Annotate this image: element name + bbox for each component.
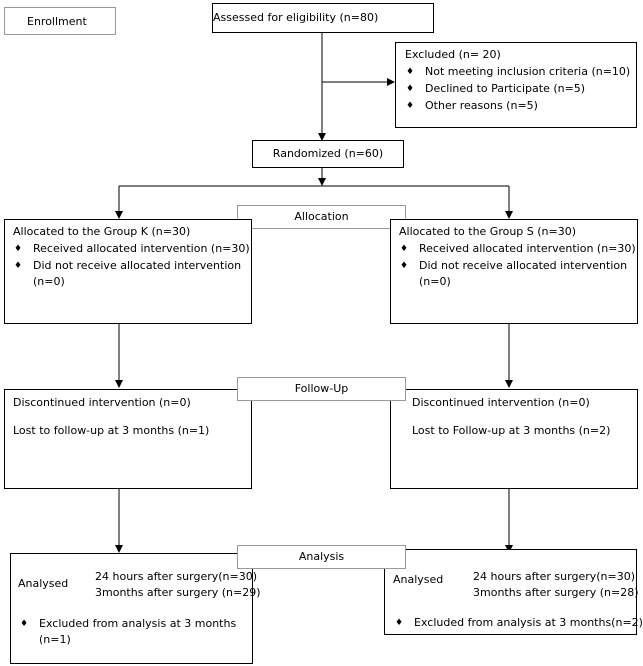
analysis-left-excluded: Excluded from analysis at 3 months — [39, 617, 237, 630]
bullet-icon: ♦ — [14, 244, 23, 254]
assessed-box: Assessed for eligibility (n=80) — [212, 3, 434, 33]
analysis-right-a2: 3months after surgery (n=28) — [473, 586, 639, 599]
bullet-icon: ♦ — [406, 67, 415, 77]
randomized-text: Randomized (n=60) — [272, 147, 384, 160]
excluded-item: Declined to Participate (n=5) — [425, 82, 586, 95]
group-k-extra: (n=0) — [33, 275, 65, 288]
randomized-box: Randomized (n=60) — [252, 140, 404, 168]
excluded-title: Excluded (n= 20) — [405, 48, 501, 61]
followup-label-box: Follow-Up — [237, 377, 406, 401]
analysis-label: Analysis — [298, 550, 345, 563]
excluded-item: Other reasons (n=5) — [425, 99, 538, 112]
analysis-right-a1: 24 hours after surgery(n=30) — [473, 570, 636, 583]
bullet-icon: ♦ — [400, 244, 409, 254]
analysis-right-box: Analysed 24 hours after surgery(n=30) 3m… — [384, 549, 643, 635]
group-k-title: Allocated to the Group K (n=30) — [13, 225, 191, 238]
enrollment-label: Enrollment — [27, 15, 87, 28]
bullet-icon: ♦ — [400, 261, 409, 271]
assessed-text: Assessed for eligibility (n=80) — [213, 11, 379, 24]
followup-left-discontinued: Discontinued intervention (n=0) — [13, 396, 191, 409]
allocation-label: Allocation — [294, 210, 349, 223]
group-k-item: Did not receive allocated intervention — [33, 259, 242, 272]
analysis-left-a1: 24 hours after surgery(n=30) — [95, 570, 258, 583]
analysis-right-analysed: Analysed — [393, 573, 444, 586]
group-s-extra: (n=0) — [419, 275, 451, 288]
analysis-right-excluded: Excluded from analysis at 3 months(n=2) — [414, 616, 643, 629]
allocation-label-box: Allocation — [237, 205, 406, 229]
analysis-left-analysed: Analysed — [18, 577, 69, 590]
bullet-icon: ♦ — [395, 618, 404, 628]
group-k-item: Received allocated intervention (n=30) — [33, 242, 250, 255]
group-s-item: Did not receive allocated intervention — [419, 259, 628, 272]
analysis-left-box: Analysed 24 hours after surgery(n=30) 3m… — [10, 553, 261, 664]
group-s-box: Allocated to the Group S (n=30) ♦ Receiv… — [390, 219, 638, 324]
group-k-box: Allocated to the Group K (n=30) ♦ Receiv… — [4, 219, 252, 324]
enrollment-label-box: Enrollment — [4, 7, 116, 35]
analysis-label-box: Analysis — [237, 545, 406, 569]
group-s-item: Received allocated intervention (n=30) — [419, 242, 636, 255]
followup-left-box: Discontinued intervention (n=0) Lost to … — [4, 389, 252, 489]
analysis-left-a2: 3months after surgery (n=29) — [95, 586, 261, 599]
followup-right-box: Discontinued intervention (n=0) Lost to … — [390, 389, 638, 489]
followup-right-discontinued: Discontinued intervention (n=0) — [412, 396, 590, 409]
followup-right-lost: Lost to Follow-up at 3 months (n=2) — [412, 424, 611, 437]
excluded-box: Excluded (n= 20) ♦ Not meeting inclusion… — [395, 42, 637, 128]
followup-left-lost: Lost to follow-up at 3 months (n=1) — [13, 424, 210, 437]
followup-label: Follow-Up — [294, 382, 349, 395]
bullet-icon: ♦ — [14, 261, 23, 271]
group-s-title: Allocated to the Group S (n=30) — [399, 225, 577, 238]
analysis-left-excluded-n: (n=1) — [39, 633, 71, 646]
bullet-icon: ♦ — [406, 84, 415, 94]
bullet-icon: ♦ — [406, 101, 415, 111]
bullet-icon: ♦ — [20, 619, 29, 629]
excluded-item: Not meeting inclusion criteria (n=10) — [425, 65, 631, 78]
